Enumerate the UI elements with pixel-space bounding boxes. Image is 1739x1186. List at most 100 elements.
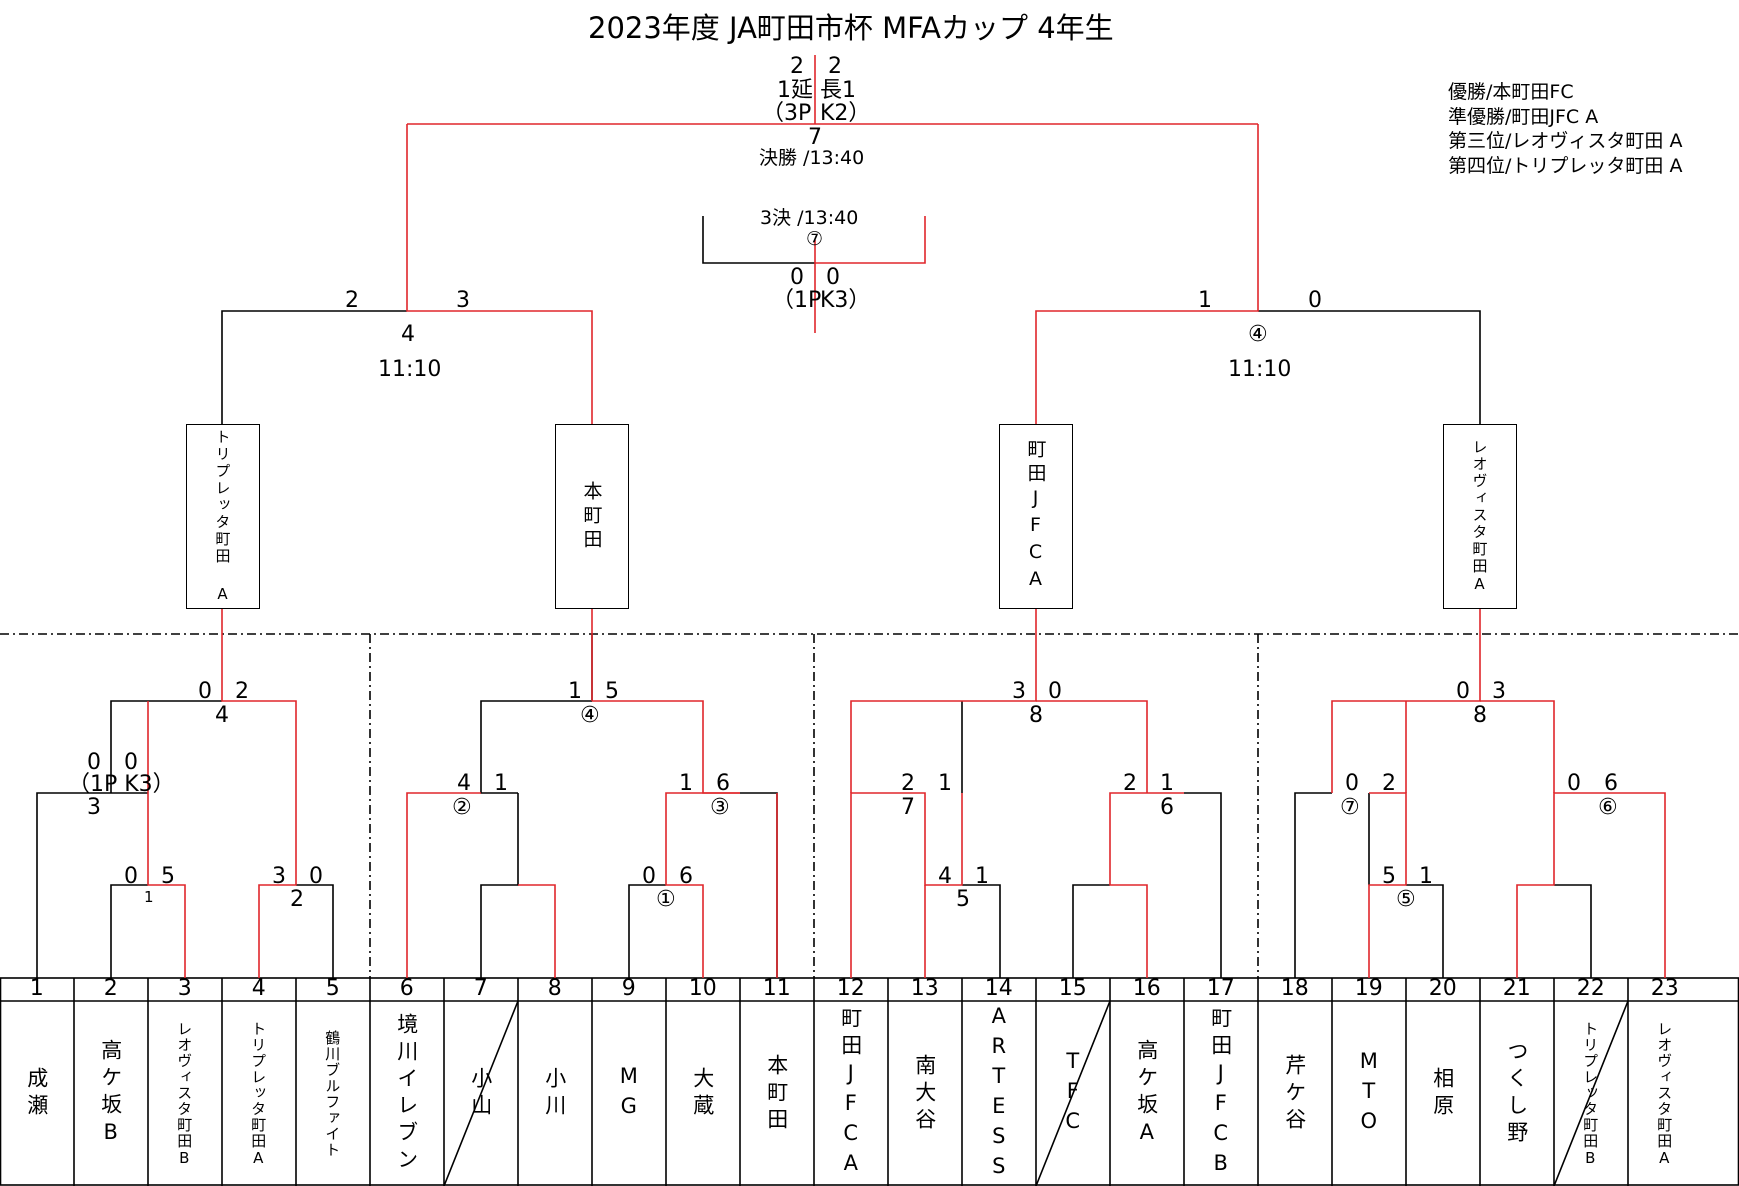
team-number: 19 bbox=[1354, 976, 1383, 1001]
block-b-qfb-court: ③ bbox=[710, 795, 730, 820]
semi-right-time: 11:10 bbox=[1228, 357, 1292, 382]
team-name: TFC bbox=[1060, 1049, 1085, 1139]
team-number: 8 bbox=[547, 976, 562, 1001]
block-b-r1-court: ① bbox=[656, 887, 676, 912]
team-name-cell: 相原 bbox=[1406, 1002, 1480, 1186]
team-name-cell: MG bbox=[592, 1002, 666, 1186]
block-a-r1a-left: 0 bbox=[124, 864, 138, 889]
team-number: 2 bbox=[103, 976, 118, 1001]
team-name: 町田JFCA bbox=[838, 1007, 863, 1181]
team-name: 本町田 bbox=[764, 1053, 789, 1135]
team-name-cell: 鶴川ブルファイト bbox=[296, 1002, 370, 1186]
team-number: 5 bbox=[325, 976, 340, 1001]
team-number: 20 bbox=[1428, 976, 1457, 1001]
team-number: 14 bbox=[984, 976, 1013, 1001]
block-d-r1-court: ⑤ bbox=[1396, 887, 1416, 912]
team-name-cell: 大蔵 bbox=[666, 1002, 740, 1186]
block-d-qfb-left: 0 bbox=[1567, 771, 1581, 796]
result-list: 優勝/本町田FC 準優勝/町田JFC A 第三位/レオヴィスタ町田 A 第四位/… bbox=[1448, 80, 1682, 179]
block-b-qfa-left: 4 bbox=[457, 771, 471, 796]
team-name: 南大谷 bbox=[912, 1053, 937, 1135]
semi-right-score-right: 0 bbox=[1308, 288, 1322, 313]
team-name-cell: 町田JFCB bbox=[1184, 1002, 1258, 1186]
team-name: ARTESS bbox=[986, 1004, 1011, 1184]
team-name-cell: レオヴィスタ町田A bbox=[1628, 1002, 1702, 1186]
team-name-cell: 本町田 bbox=[740, 1002, 814, 1186]
block-c-qfa-left: 2 bbox=[901, 771, 915, 796]
block-winner-a: トリプレッタ町田 A bbox=[186, 424, 260, 609]
block-d-qfb-court: ⑥ bbox=[1598, 795, 1618, 820]
team-number: 4 bbox=[251, 976, 266, 1001]
team-name: レオヴィスタ町田B bbox=[175, 1020, 194, 1168]
team-name: 町田JFCB bbox=[1208, 1007, 1233, 1181]
semi-right-score-left: 1 bbox=[1198, 288, 1212, 313]
block-a-r1a-court: 1 bbox=[144, 888, 154, 906]
result-fourth: 第四位/トリプレッタ町田 A bbox=[1448, 155, 1683, 178]
block-b-qfb-left: 1 bbox=[679, 771, 693, 796]
block-c-qfb-right: 1 bbox=[1160, 771, 1174, 796]
block-c-final-right: 0 bbox=[1048, 679, 1062, 704]
team-number: 18 bbox=[1280, 976, 1309, 1001]
page-title: 2023年度 JA町田市杯 MFAカップ 4年生 bbox=[588, 11, 1114, 45]
block-a-qf-court: 3 bbox=[87, 795, 101, 820]
team-name-cell: 小山 bbox=[444, 1002, 518, 1186]
block-winner-d: レオヴィスタ町田A bbox=[1443, 424, 1517, 609]
block-c-r1-court: 5 bbox=[956, 887, 970, 912]
team-number: 17 bbox=[1206, 976, 1235, 1001]
block-b-qfb-right: 6 bbox=[716, 771, 730, 796]
block-b-final-left: 1 bbox=[568, 679, 582, 704]
final-et-right: 長1 bbox=[820, 78, 856, 103]
block-b-final-right: 5 bbox=[605, 679, 619, 704]
semi-left-score-left: 2 bbox=[345, 288, 359, 313]
team-number: 10 bbox=[688, 976, 717, 1001]
team-name: つくし野 bbox=[1504, 1040, 1529, 1148]
third-place-pk-right: K3） bbox=[820, 288, 871, 313]
final-score-right: 2 bbox=[828, 54, 842, 79]
final-et-left: 1延 bbox=[777, 78, 813, 103]
team-name: 高ケ坂A bbox=[1134, 1038, 1159, 1150]
block-c-final-left: 3 bbox=[1012, 679, 1026, 704]
team-number: 7 bbox=[473, 976, 488, 1001]
block-d-final-left: 0 bbox=[1456, 679, 1470, 704]
team-number: 22 bbox=[1576, 976, 1605, 1001]
final-pk-left: （3P bbox=[762, 101, 812, 126]
third-place-time: 3決 /13:40 bbox=[760, 207, 859, 229]
block-b-final-court: ④ bbox=[580, 703, 600, 728]
team-number: 16 bbox=[1132, 976, 1161, 1001]
team-name-cell: 成瀬 bbox=[0, 1002, 74, 1186]
block-a-r1b-court: 2 bbox=[290, 887, 304, 912]
team-number: 3 bbox=[177, 976, 192, 1001]
team-name-cell: ARTESS bbox=[962, 1002, 1036, 1186]
team-name: トリプレッタ町田B bbox=[1581, 1020, 1600, 1168]
team-name: 成瀬 bbox=[24, 1067, 49, 1121]
block-d-r1-right: 1 bbox=[1419, 864, 1433, 889]
team-name: 高ケ坂B bbox=[98, 1038, 123, 1150]
team-number: 23 bbox=[1650, 976, 1679, 1001]
block-a-r1b-right: 0 bbox=[309, 864, 323, 889]
block-d-final-court: 8 bbox=[1473, 703, 1487, 728]
team-name-cell: 高ケ坂A bbox=[1110, 1002, 1184, 1186]
team-name: 小山 bbox=[468, 1067, 493, 1121]
block-d-final-right: 3 bbox=[1492, 679, 1506, 704]
team-name-cell: トリプレッタ町田B bbox=[1554, 1002, 1628, 1186]
team-table-grid bbox=[0, 977, 1739, 1186]
semi-left-score-right: 3 bbox=[456, 288, 470, 313]
block-b-r1-left: 0 bbox=[642, 864, 656, 889]
final-time: 決勝 /13:40 bbox=[759, 147, 865, 169]
team-name-cell: TFC bbox=[1036, 1002, 1110, 1186]
team-name: 小川 bbox=[542, 1067, 567, 1121]
team-number: 12 bbox=[836, 976, 865, 1001]
block-a-r1b-left: 3 bbox=[272, 864, 286, 889]
third-place-pk-left: （1P bbox=[772, 288, 822, 313]
team-name: レオヴィスタ町田A bbox=[1655, 1020, 1674, 1168]
block-d-qfa-left: 0 bbox=[1345, 771, 1359, 796]
team-name: トリプレッタ町田A bbox=[249, 1020, 268, 1168]
semi-right-court: ④ bbox=[1248, 322, 1268, 347]
block-d-qfa-court: ⑦ bbox=[1340, 795, 1360, 820]
third-place-court: ⑦ bbox=[806, 228, 824, 250]
block-b-qfa-court: ② bbox=[452, 795, 472, 820]
block-a-final-left: 0 bbox=[198, 679, 212, 704]
result-third: 第三位/レオヴィスタ町田 A bbox=[1448, 130, 1683, 153]
block-separators bbox=[0, 633, 1739, 978]
